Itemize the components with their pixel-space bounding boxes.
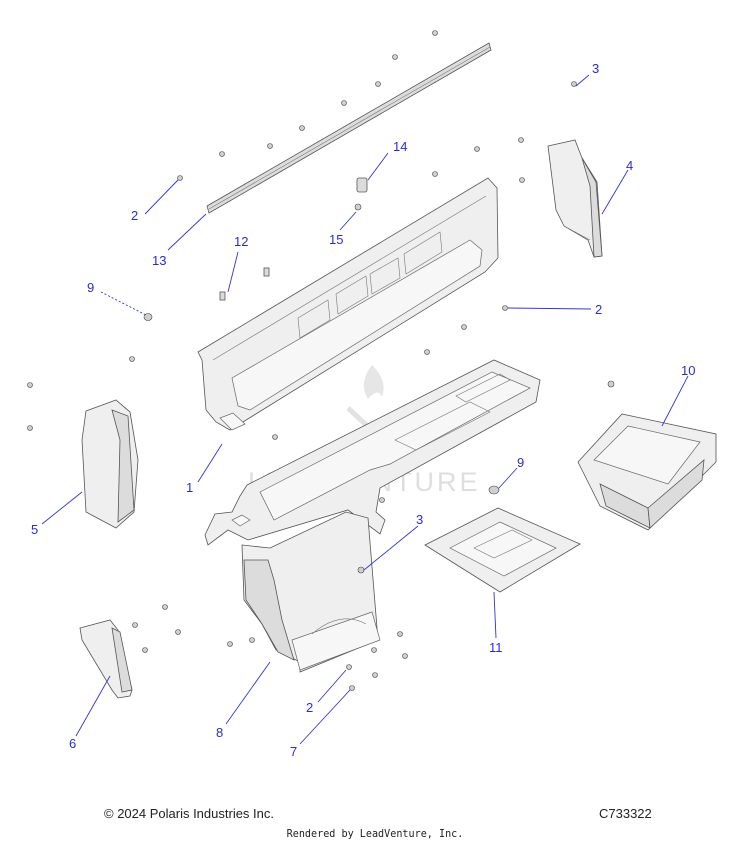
rendered-by-text: Rendered by LeadVenture, Inc. [286,827,464,840]
callout-13: 13 [152,253,166,268]
cap-part-6 [79,619,133,699]
callout-14: 14 [393,139,407,154]
callout-1: 1 [186,480,193,495]
callout-9-left: 9 [87,280,94,295]
callout-6: 6 [69,736,76,751]
callout-2-right: 2 [595,302,602,317]
fasteners-top-row [27,30,615,440]
callout-11: 11 [489,640,503,655]
callout-2-bottom: 2 [306,700,313,715]
washer-part-9-left [143,313,153,321]
front-panel-part-1 [197,177,499,431]
callout-3-top: 3 [592,61,599,76]
callout-4: 4 [626,158,633,173]
callouts: 1 2 2 2 3 3 4 5 6 7 8 9 9 10 11 12 13 14… [31,61,695,759]
callout-10: 10 [681,363,695,378]
callout-5: 5 [31,522,38,537]
clip-part-12 [219,267,270,301]
callout-8: 8 [216,725,223,740]
strip-part-13 [206,42,492,214]
upright-part-4 [547,139,603,258]
leader-lines [41,74,689,745]
callout-15: 15 [329,232,343,247]
callout-12: 12 [234,234,248,249]
callout-9-right: 9 [517,455,524,470]
callout-7: 7 [290,744,297,759]
fasteners-bottom [132,497,408,691]
callout-2-left: 2 [131,208,138,223]
tray-part-11 [424,485,581,593]
clip-part-14 [354,177,368,211]
upright-part-5 [81,399,139,529]
bed-floor-part-8 [204,359,541,673]
bin-part-10 [577,413,717,531]
copyright-text: © 2024 Polaris Industries Inc. [104,806,274,821]
callout-3-floor: 3 [416,512,423,527]
drawing-code: C733322 [599,806,652,821]
